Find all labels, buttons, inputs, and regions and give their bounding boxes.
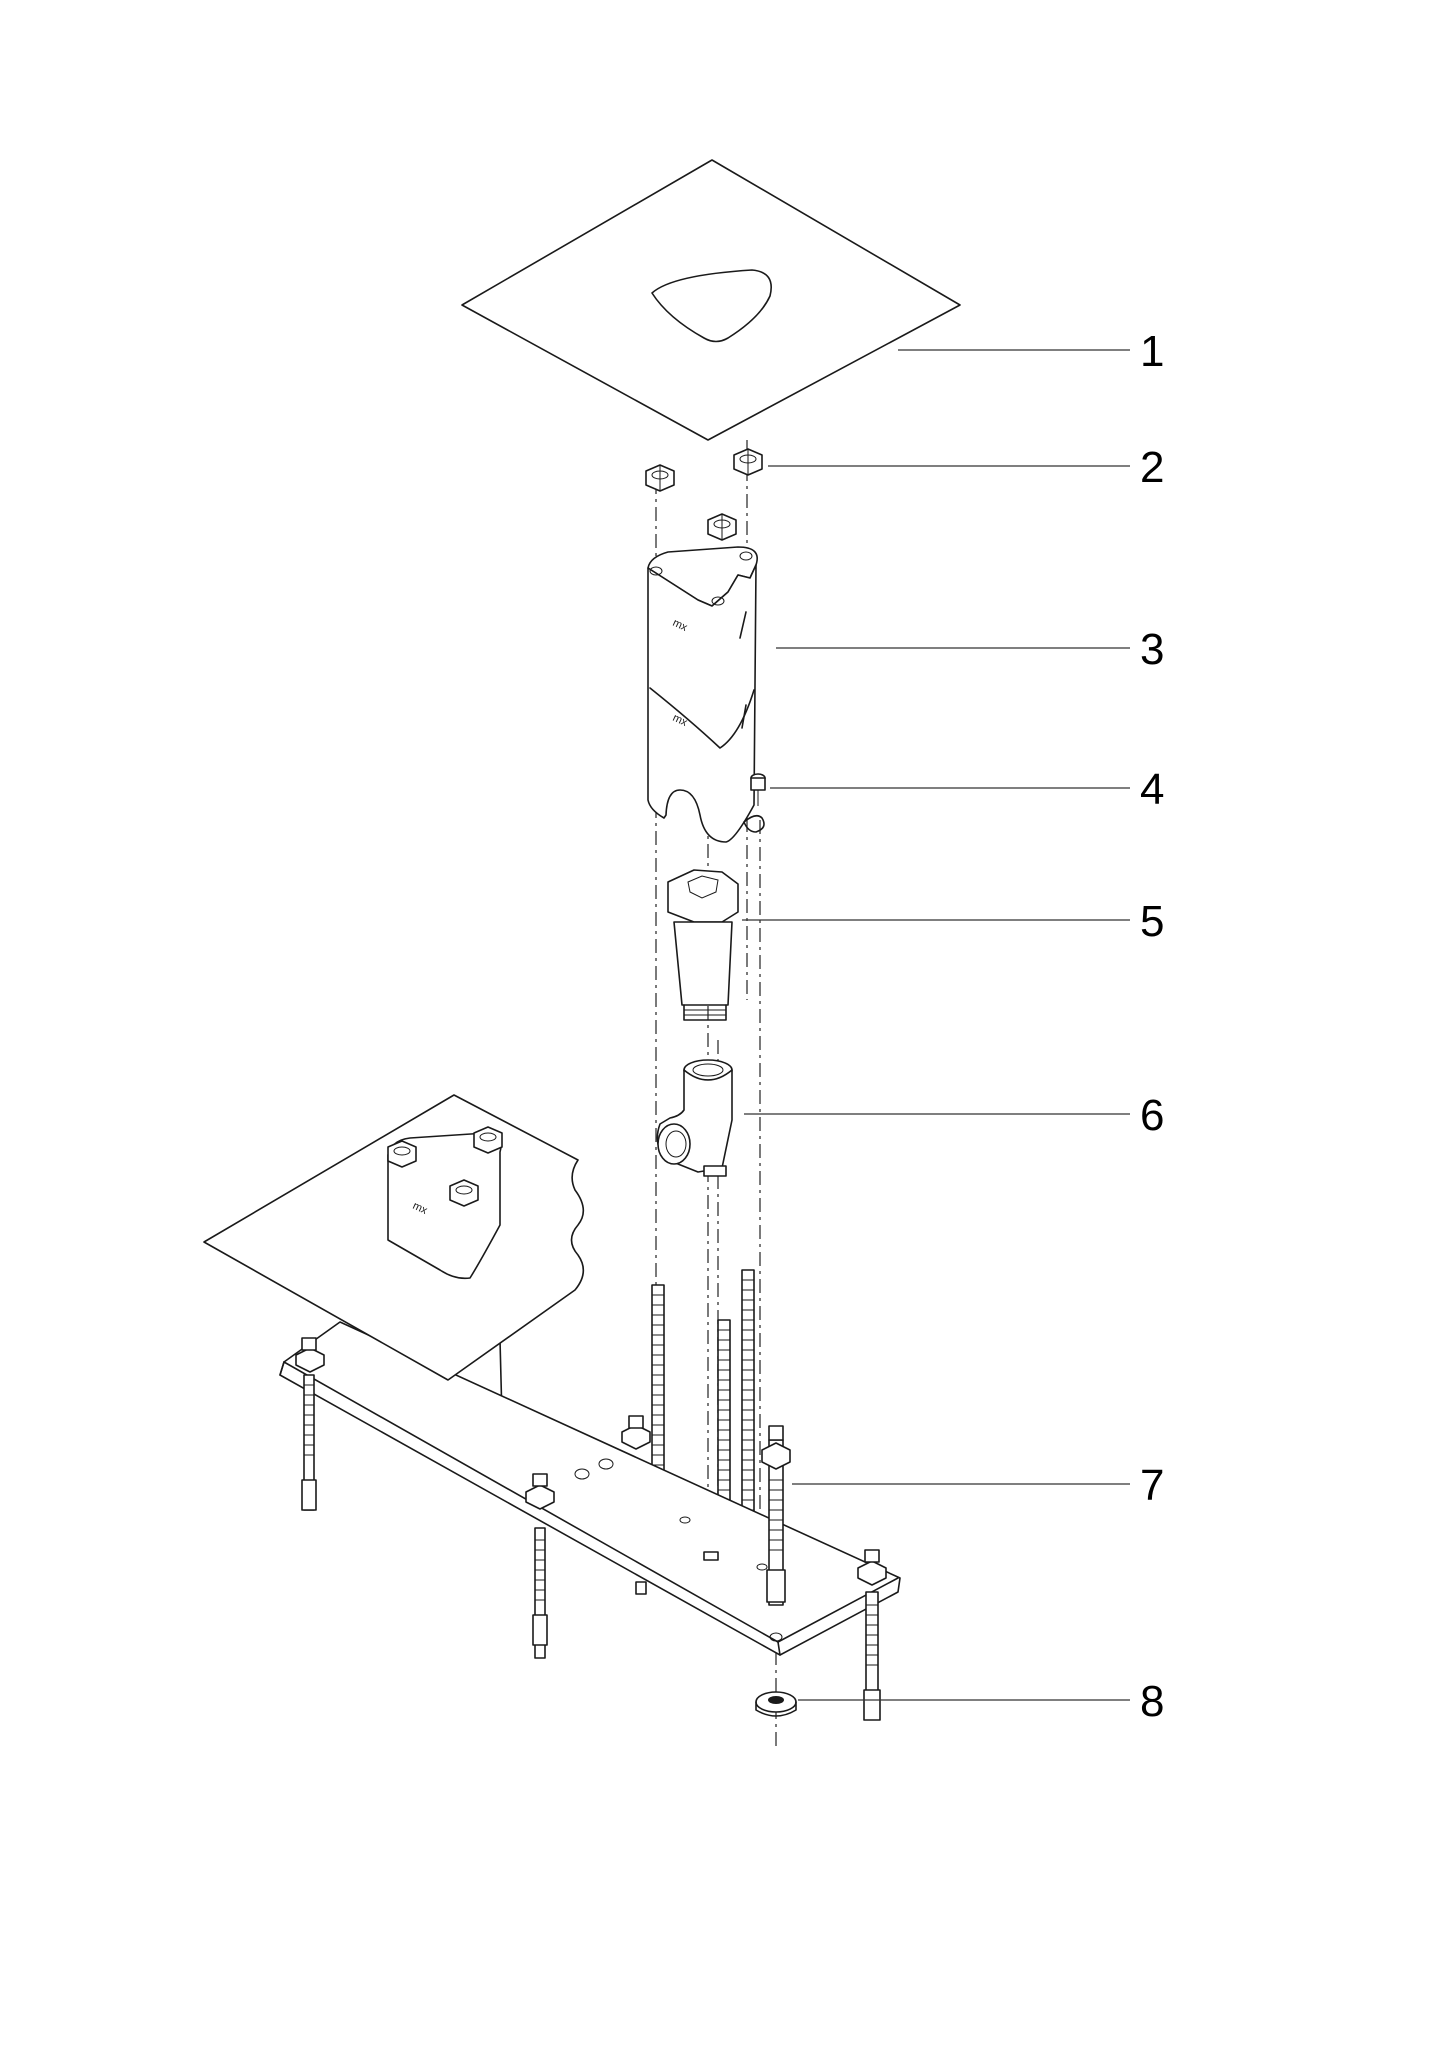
anchor-bolt-center — [621, 1415, 651, 1450]
callout-2: 2 — [1140, 443, 1164, 492]
callout-4: 4 — [1140, 765, 1164, 814]
anchor-bolt-right — [857, 1549, 887, 1721]
hex-nuts — [645, 448, 763, 541]
callout-8: 8 — [1140, 1677, 1164, 1726]
callout-labels: 1 2 3 4 5 6 7 8 — [1140, 327, 1164, 1726]
leader-lines — [742, 349, 1130, 1701]
svg-text:mx: mx — [671, 712, 690, 729]
callout-3: 3 — [1140, 625, 1164, 674]
callout-1: 1 — [1140, 327, 1164, 376]
callout-7: 7 — [1140, 1461, 1164, 1510]
assembled-cover-view: mx — [203, 1094, 585, 1381]
anchor-bolt-front-right — [761, 1425, 791, 1606]
callout-6: 6 — [1140, 1091, 1164, 1140]
anchor-bolt-back-left — [295, 1337, 325, 1511]
hex-fitting — [667, 869, 739, 1021]
washer — [755, 1691, 797, 1717]
cover-plate — [461, 159, 961, 441]
svg-text:mx: mx — [411, 1200, 430, 1217]
triangular-housing: mx mx — [647, 546, 758, 843]
small-screw — [743, 773, 766, 833]
svg-text:mx: mx — [671, 617, 690, 634]
mounting-plate-with-anchors — [279, 1269, 901, 1721]
elbow-fitting — [656, 1059, 733, 1177]
anchor-bolt-front-left — [525, 1473, 555, 1659]
callout-5: 5 — [1140, 897, 1164, 946]
